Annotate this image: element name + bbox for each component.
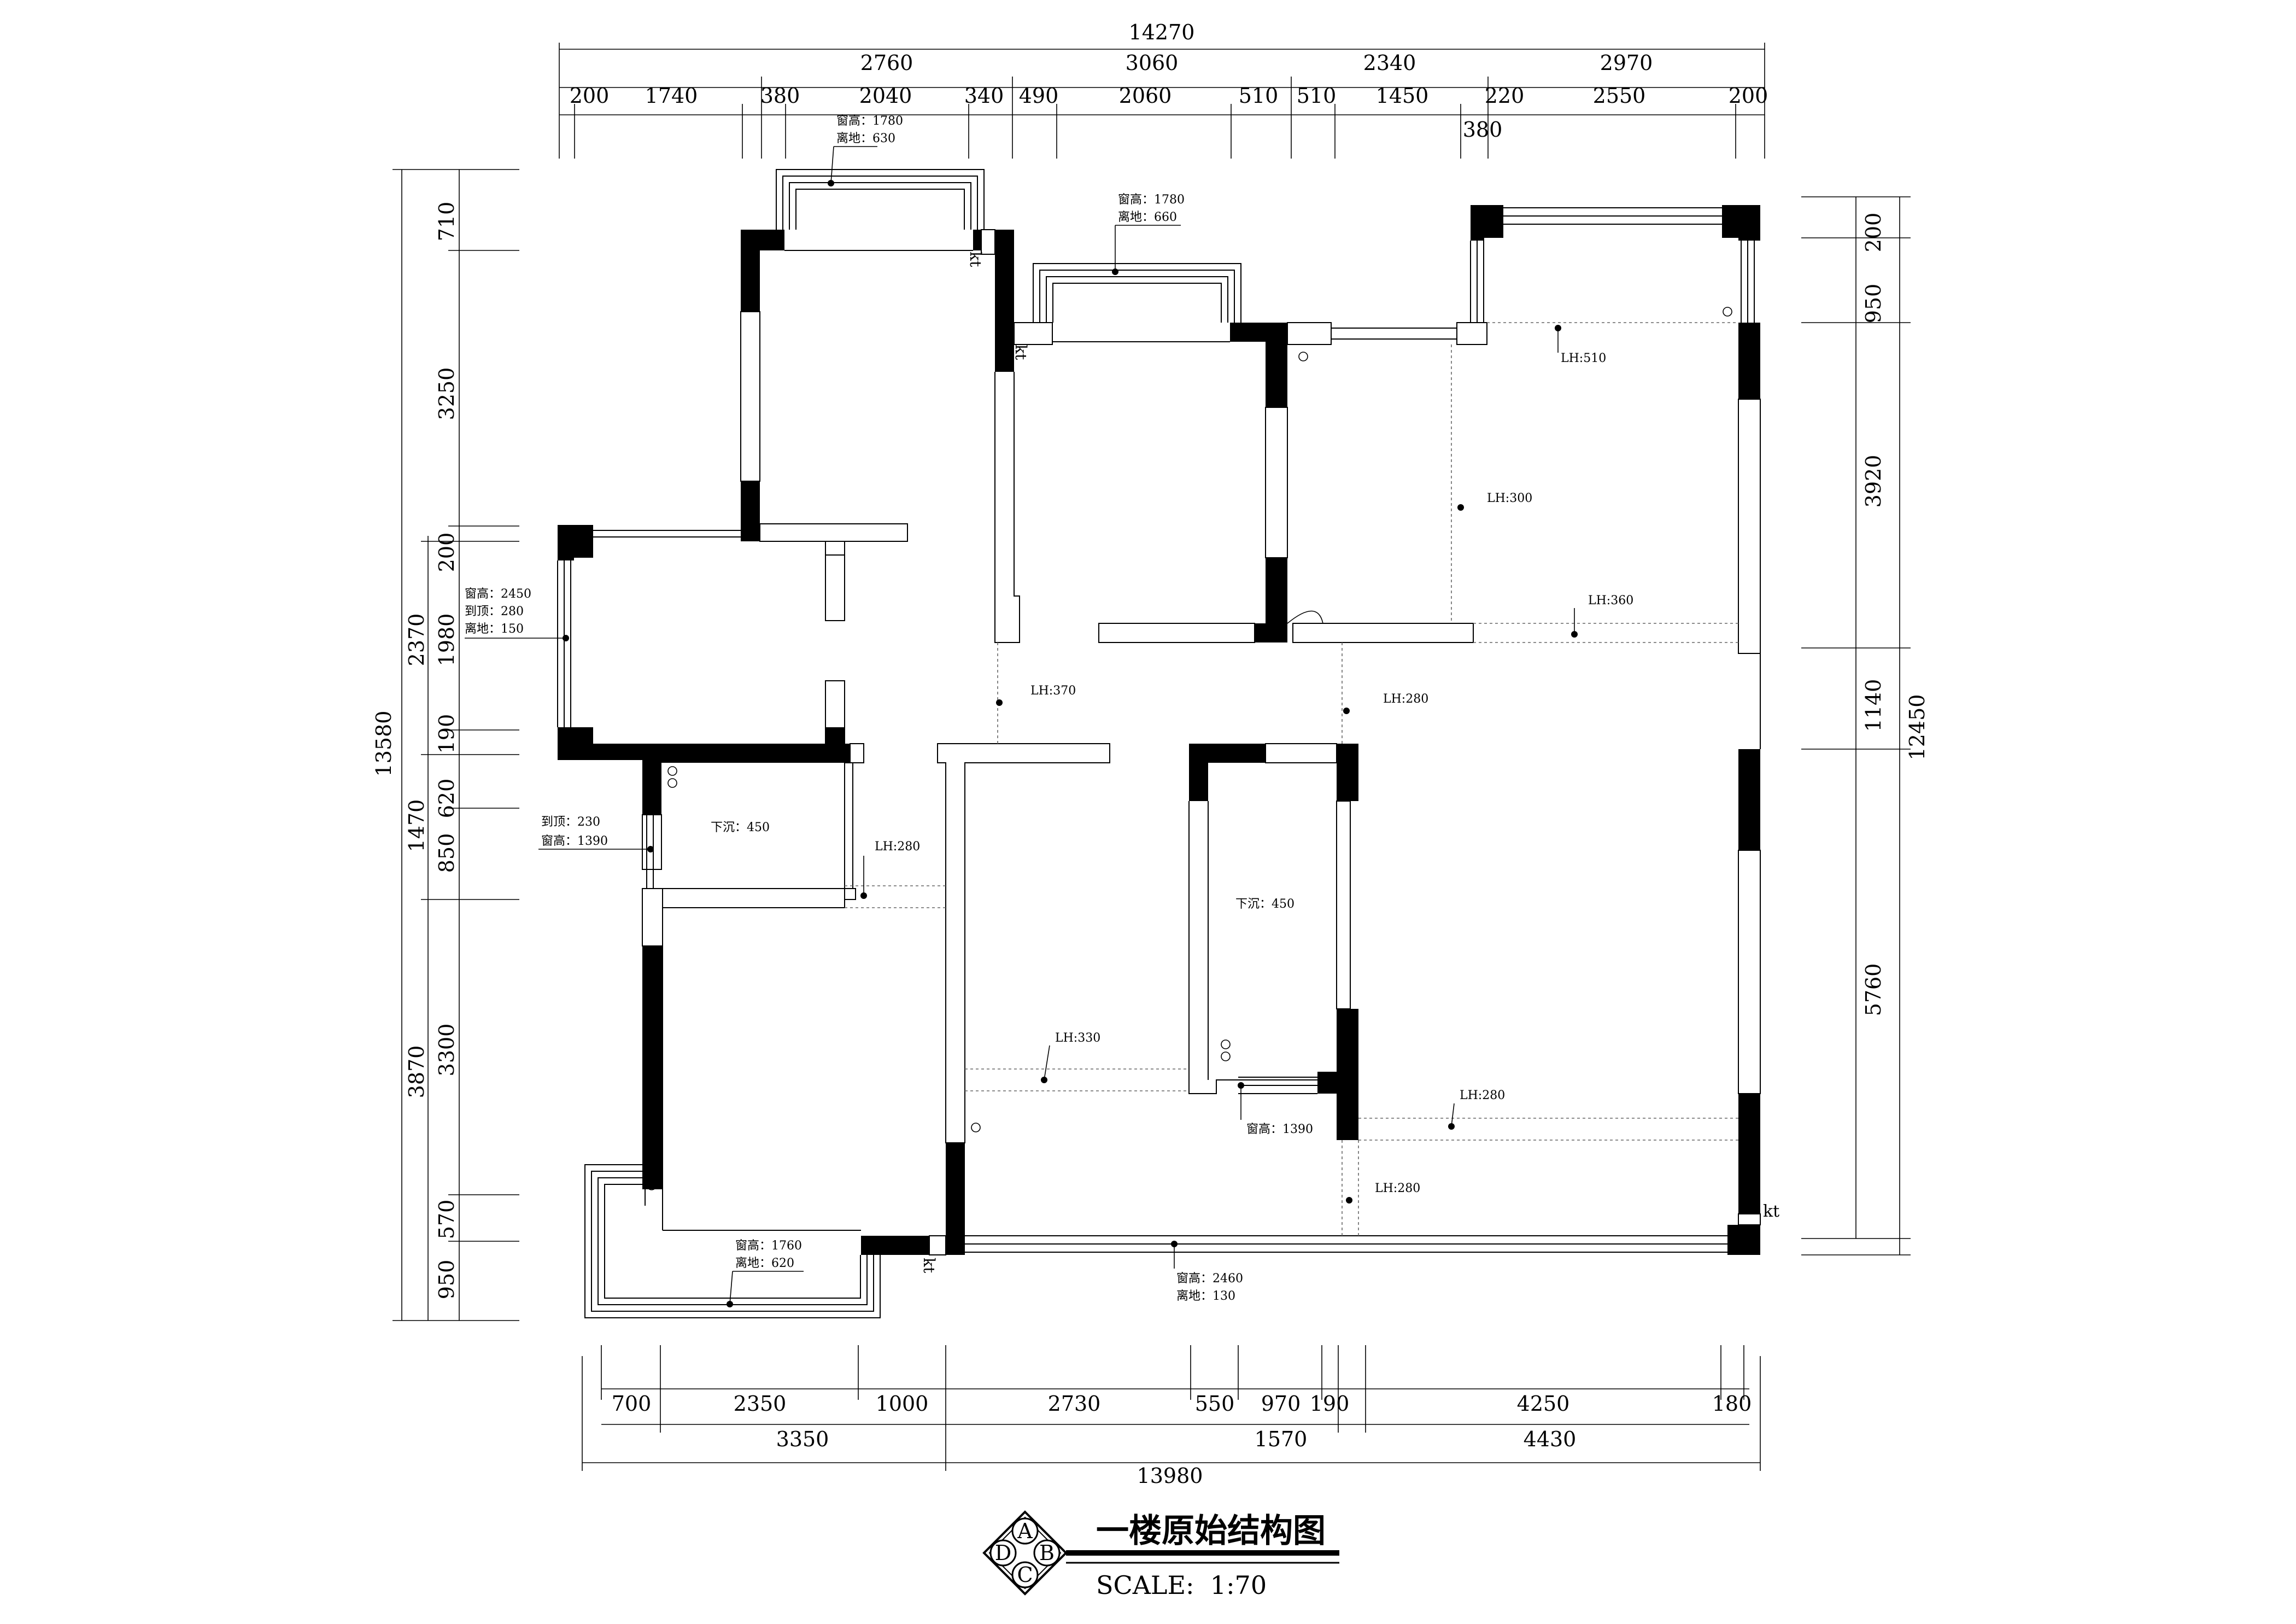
- dim-left-l2: 850: [435, 833, 459, 873]
- note-lh: LH:280: [1375, 1182, 1420, 1195]
- note-kt: kt: [1012, 344, 1030, 360]
- left-dimensions: 13580 2370 1470 3870 710 3250 200 1980 1…: [372, 169, 519, 1321]
- note-left-window: 离地：150: [465, 622, 524, 636]
- note-top-window-2: 窗高：1780: [1118, 193, 1185, 207]
- right-dimensions: 950 200 3920 1140 5760 12450: [1801, 196, 1929, 1255]
- dim-top-l2: 340: [964, 84, 1004, 108]
- note-kt: kt: [1763, 1202, 1779, 1221]
- note-lh: LH:300: [1487, 492, 1532, 505]
- drain-icon: [647, 307, 1732, 1190]
- note-lh: LH:280: [875, 840, 920, 854]
- dim-bottom-l1: 550: [1195, 1392, 1235, 1416]
- dim-top-l2: 220: [1485, 84, 1525, 108]
- bottom-dimensions: 700 2350 1000 2730 550 970 190 4250 180 …: [582, 1345, 1761, 1488]
- dim-left-l1: 3870: [405, 1045, 429, 1099]
- note-left-window: 到顶：280: [465, 605, 524, 618]
- dim-bottom-l1: 190: [1310, 1392, 1350, 1416]
- scale-label: SCALE: 1:70: [1096, 1570, 1267, 1600]
- level-lines: [845, 322, 1738, 1236]
- dim-bottom-l1: 180: [1712, 1392, 1752, 1416]
- dim-top-l2: 2060: [1119, 84, 1172, 108]
- dim-top-l2: 200: [1729, 84, 1768, 108]
- dim-left-l2: 1980: [435, 614, 459, 667]
- dim-right-overall: 12450: [1905, 694, 1929, 761]
- dim-bottom-l1: 970: [1261, 1392, 1301, 1416]
- dim-left-l2: 570: [435, 1200, 459, 1240]
- walls: [557, 169, 1761, 1318]
- note-lh: LH:360: [1588, 594, 1633, 607]
- dim-top-l2: 490: [1019, 84, 1059, 108]
- note-top-window-2: 离地：660: [1118, 211, 1177, 224]
- dim-right-l1: 5760: [1861, 963, 1885, 1017]
- dim-bottom-l2: 4430: [1524, 1427, 1577, 1451]
- dim-top-l2: 2040: [859, 84, 912, 108]
- note-sink-2: 下沉：450: [1235, 897, 1295, 911]
- note-bottom-window-left: 窗高：1760: [735, 1239, 802, 1253]
- dim-top-l2: 380: [760, 84, 800, 108]
- note-lh: LH:330: [1055, 1031, 1100, 1045]
- dim-left-l2: 3300: [435, 1024, 459, 1077]
- dim-left-l2: 3250: [435, 367, 459, 420]
- dim-top-l2: 200: [570, 84, 610, 108]
- compass-c: C: [1017, 1563, 1033, 1587]
- dim-left-l2: 710: [435, 202, 459, 242]
- dim-top-l2: 2550: [1593, 84, 1646, 108]
- drawing-title: 一楼原始结构图: [1096, 1512, 1326, 1550]
- dim-left-l1: 1470: [405, 799, 429, 852]
- dim-bottom-l1: 700: [612, 1392, 652, 1416]
- dim-top-l1: 3060: [1126, 51, 1179, 75]
- note-bottom-window-right: 离地：130: [1176, 1289, 1235, 1303]
- dim-right-l1: 1140: [1861, 679, 1885, 732]
- title-block: A B C D 一楼原始结构图 SCALE: 1:70: [982, 1510, 1339, 1600]
- dim-bottom-l1: 2350: [734, 1392, 787, 1416]
- dim-top-l1: 2760: [860, 51, 913, 75]
- compass-icon: A B C D: [982, 1510, 1068, 1596]
- note-window-center: 窗高：1390: [1246, 1123, 1313, 1136]
- dim-top-l2: 510: [1239, 84, 1279, 108]
- note-top-window-1: 离地：630: [836, 132, 895, 145]
- note-kt: kt: [920, 1258, 938, 1274]
- dim-left-l2: 190: [435, 714, 459, 754]
- dim-left-l2: 950: [435, 1260, 459, 1300]
- note-lh: LH:280: [1383, 692, 1428, 706]
- compass-b: B: [1039, 1541, 1055, 1565]
- dim-left-overall: 13580: [372, 711, 396, 777]
- dim-right-l1: 3920: [1861, 455, 1885, 508]
- dim-bottom-l1: 1000: [876, 1392, 929, 1416]
- dim-top-l1: 2340: [1363, 51, 1416, 75]
- dim-top-l1: 2970: [1600, 51, 1653, 75]
- dim-top-extra: 380: [1463, 118, 1503, 142]
- dim-bottom-l1: 2730: [1048, 1392, 1101, 1416]
- dim-left-l2: 620: [435, 779, 459, 819]
- dim-bottom-overall: 13980: [1137, 1464, 1203, 1488]
- dim-bottom-l2: 1570: [1255, 1427, 1308, 1451]
- dim-top-l2: 510: [1297, 84, 1337, 108]
- note-top-window-1: 窗高：1780: [836, 114, 903, 128]
- compass-d: D: [995, 1541, 1011, 1565]
- dim-right-l1: 950: [1861, 284, 1885, 324]
- dim-bottom-l2: 3350: [776, 1427, 829, 1451]
- dim-top-l2: 1450: [1376, 84, 1429, 108]
- dim-left-l1: 2370: [405, 614, 429, 667]
- dim-top-l2: 1740: [645, 84, 698, 108]
- top-dimensions: 14270 2760 3060 2340 2970 200 1740 380 2…: [559, 20, 1768, 159]
- note-small-window: 窗高：1390: [541, 834, 608, 848]
- dim-top-overall: 14270: [1129, 20, 1195, 44]
- note-bottom-window-right: 窗高：2460: [1176, 1272, 1243, 1286]
- note-sink-1: 下沉：450: [711, 821, 770, 834]
- note-bottom-window-left: 离地：620: [735, 1257, 794, 1270]
- note-kt: kt: [967, 252, 985, 267]
- note-lh: LH:280: [1460, 1089, 1505, 1102]
- compass-a: A: [1017, 1519, 1033, 1543]
- note-lh: LH:510: [1561, 352, 1606, 365]
- dim-left-l2: 200: [435, 533, 459, 573]
- note-lh: LH:370: [1030, 684, 1076, 698]
- annotations: 窗高：1780 离地：630 窗高：1780 离地：660 窗高：2450 到顶…: [465, 114, 1779, 1307]
- note-small-window: 到顶：230: [541, 815, 600, 829]
- dim-right-l1: 200: [1861, 213, 1885, 253]
- dim-bottom-l1: 4250: [1517, 1392, 1570, 1416]
- note-left-window: 窗高：2450: [465, 587, 531, 601]
